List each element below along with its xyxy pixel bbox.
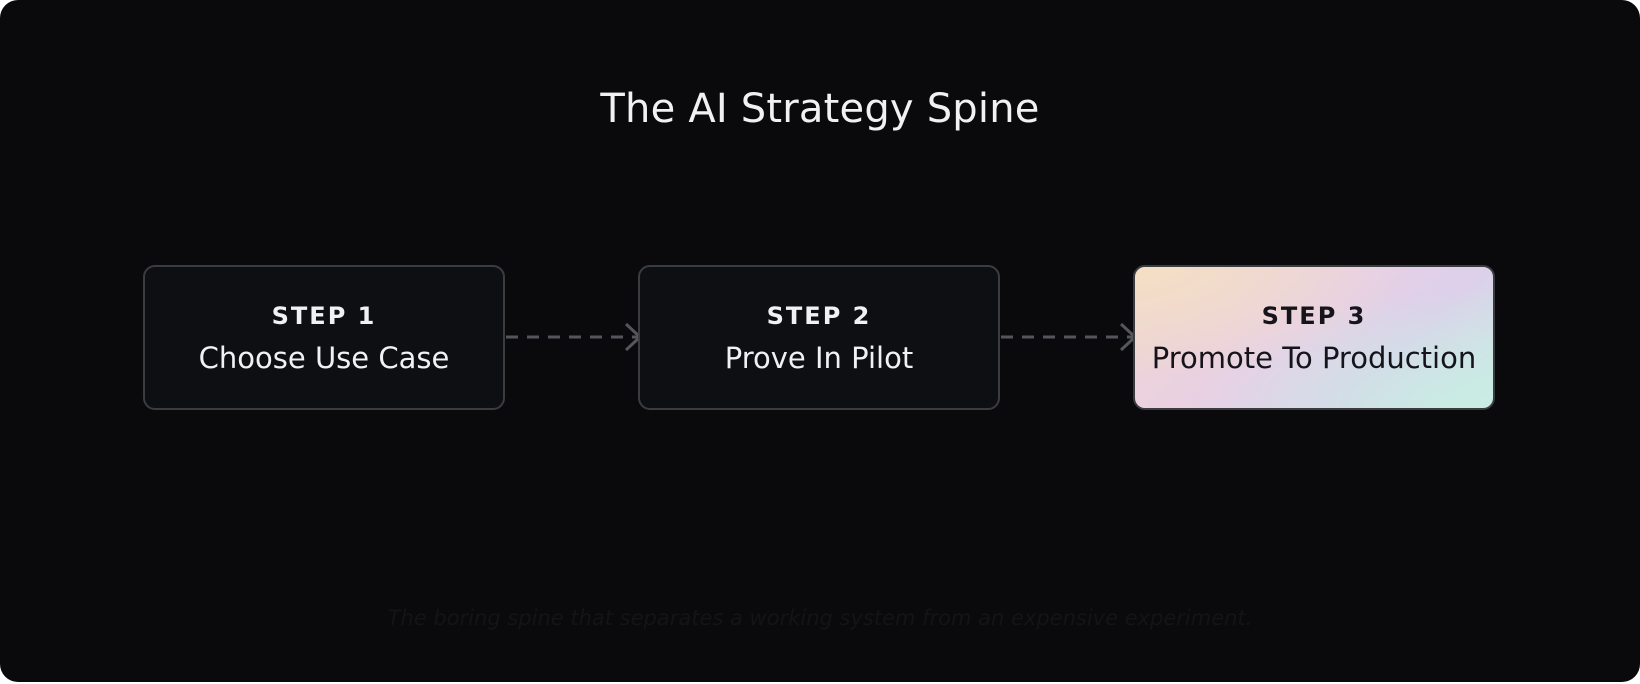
step-label: STEP 1 [271,301,377,330]
step-name: Promote To Production [1151,340,1477,375]
step-label: STEP 3 [1261,301,1367,330]
connector-2-3 [1001,322,1137,352]
connector-1-2 [506,322,642,352]
step-box-3-highlighted: STEP 3 Promote To Production [1133,265,1495,410]
diagram-caption: The boring spine that separates a workin… [387,606,1253,630]
step-name: Prove In Pilot [724,340,914,375]
step-name: Choose Use Case [198,340,450,375]
step-box-1: STEP 1 Choose Use Case [143,265,505,410]
diagram-title: The AI Strategy Spine [600,86,1040,132]
step-label: STEP 2 [766,301,872,330]
step-box-2: STEP 2 Prove In Pilot [638,265,1000,410]
